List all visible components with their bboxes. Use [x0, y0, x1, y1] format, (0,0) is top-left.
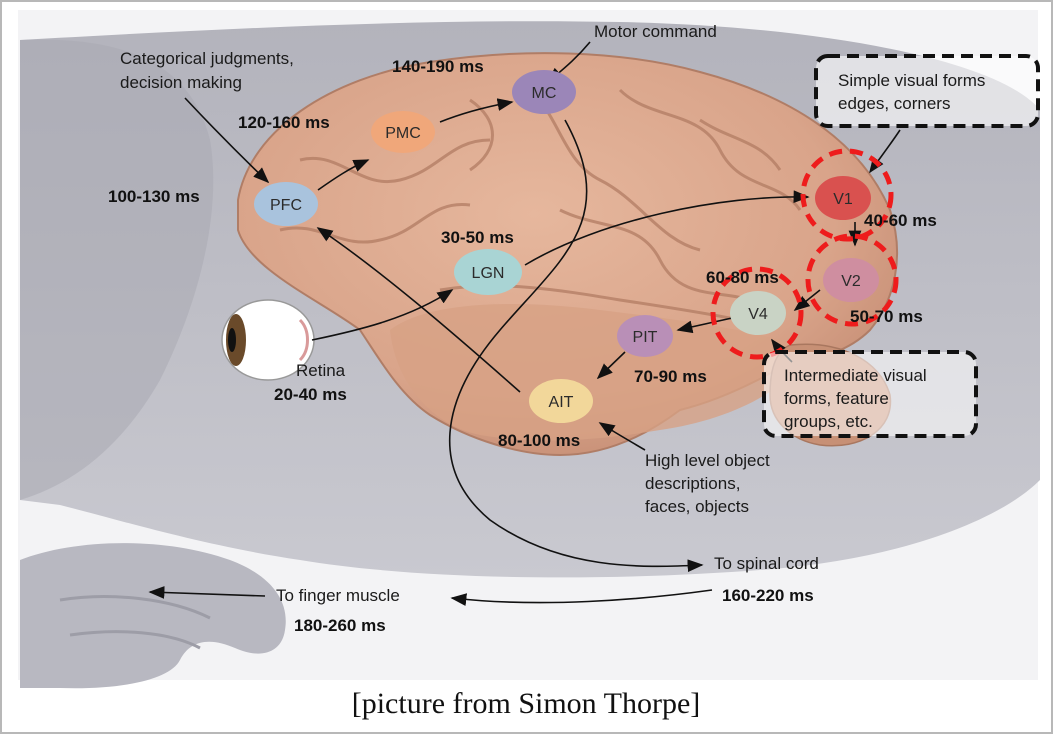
- high-level-arrow: [598, 422, 646, 451]
- mc-label: MC: [532, 85, 557, 102]
- to-spinal-label: To spinal cord: [714, 554, 819, 573]
- spinal-timing: 160-220 ms: [722, 586, 814, 605]
- retina-label: Retina: [296, 361, 346, 380]
- v4-timing: 60-80 ms: [706, 268, 779, 287]
- pit-timing: 70-90 ms: [634, 367, 707, 386]
- pit-label: PIT: [633, 329, 658, 346]
- mc-timing: 140-190 ms: [392, 57, 484, 76]
- v2-highlight: [805, 233, 899, 327]
- ait-to-pfc-arrow: [316, 227, 521, 393]
- v2-timing: 50-70 ms: [850, 307, 923, 326]
- intermediate-line3: groups, etc.: [784, 412, 873, 431]
- node-v1: V1: [815, 176, 871, 220]
- v1-timing: 40-60 ms: [864, 211, 937, 230]
- intermediate-line1: Intermediate visual: [784, 366, 927, 385]
- v4-to-pit-arrow: [676, 317, 733, 334]
- categorical-label-line2: decision making: [120, 73, 242, 92]
- finger-timing: 180-260 ms: [294, 616, 386, 635]
- lgn-label: LGN: [472, 265, 505, 282]
- simple-forms-callout: Simple visual forms edges, corners: [814, 54, 1040, 128]
- simple-forms-line1: Simple visual forms: [838, 71, 985, 90]
- node-pfc: PFC: [254, 182, 318, 226]
- face-shadow: [20, 39, 214, 501]
- retina-timing: 20-40 ms: [274, 385, 347, 404]
- high-level-line3: faces, objects: [645, 497, 749, 516]
- node-v2: V2: [823, 258, 879, 302]
- categorical-label-line1: Categorical judgments,: [120, 49, 294, 68]
- to-finger-label: To finger muscle: [276, 586, 400, 605]
- high-level-line2: descriptions,: [645, 474, 740, 493]
- node-lgn: LGN: [454, 249, 522, 295]
- hand-silhouette: [20, 543, 286, 689]
- high-level-line1: High level object: [645, 451, 770, 470]
- v4-label: V4: [748, 306, 768, 323]
- intermediate-line2: forms, feature: [784, 389, 889, 408]
- node-ait: AIT: [529, 379, 593, 423]
- v2-label: V2: [841, 273, 861, 290]
- simple-forms-arrow: [869, 129, 901, 174]
- pfc-to-pmc-arrow: [317, 159, 370, 191]
- node-pmc: PMC: [371, 111, 435, 153]
- pmc-to-mc-arrow: [439, 98, 514, 123]
- lgn-to-v1-arrow: [524, 190, 810, 266]
- pit-to-ait-arrow: [596, 351, 626, 380]
- node-pit: PIT: [617, 315, 673, 357]
- categorical-arrow: [184, 97, 270, 184]
- pfc-timing: 100-130 ms: [108, 187, 200, 206]
- retina-to-lgn-arrow: [311, 289, 454, 341]
- v2-to-v4-arrow: [793, 289, 821, 311]
- simple-forms-line2: edges, corners: [838, 94, 950, 113]
- highlight-circles: [710, 148, 899, 360]
- v1-label: V1: [833, 191, 853, 208]
- motor-command-label: Motor command: [594, 22, 717, 41]
- caption: [picture from Simon Thorpe]: [352, 687, 701, 720]
- ait-label: AIT: [549, 394, 574, 411]
- pfc-label: PFC: [270, 197, 302, 214]
- v4-highlight: [710, 266, 804, 360]
- pmc-timing: 120-160 ms: [238, 113, 330, 132]
- pmc-label: PMC: [385, 125, 421, 142]
- v1-highlight: [800, 148, 894, 242]
- lgn-timing: 30-50 ms: [441, 228, 514, 247]
- spinal-to-finger-arrow: [450, 589, 713, 606]
- node-v4: V4: [730, 291, 786, 335]
- ait-timing: 80-100 ms: [498, 431, 580, 450]
- mc-to-spinal-arrow: [448, 119, 704, 573]
- node-mc: MC: [512, 70, 576, 114]
- finger-arrow: [148, 586, 266, 599]
- intermediate-callout: Intermediate visual forms, feature group…: [762, 350, 978, 438]
